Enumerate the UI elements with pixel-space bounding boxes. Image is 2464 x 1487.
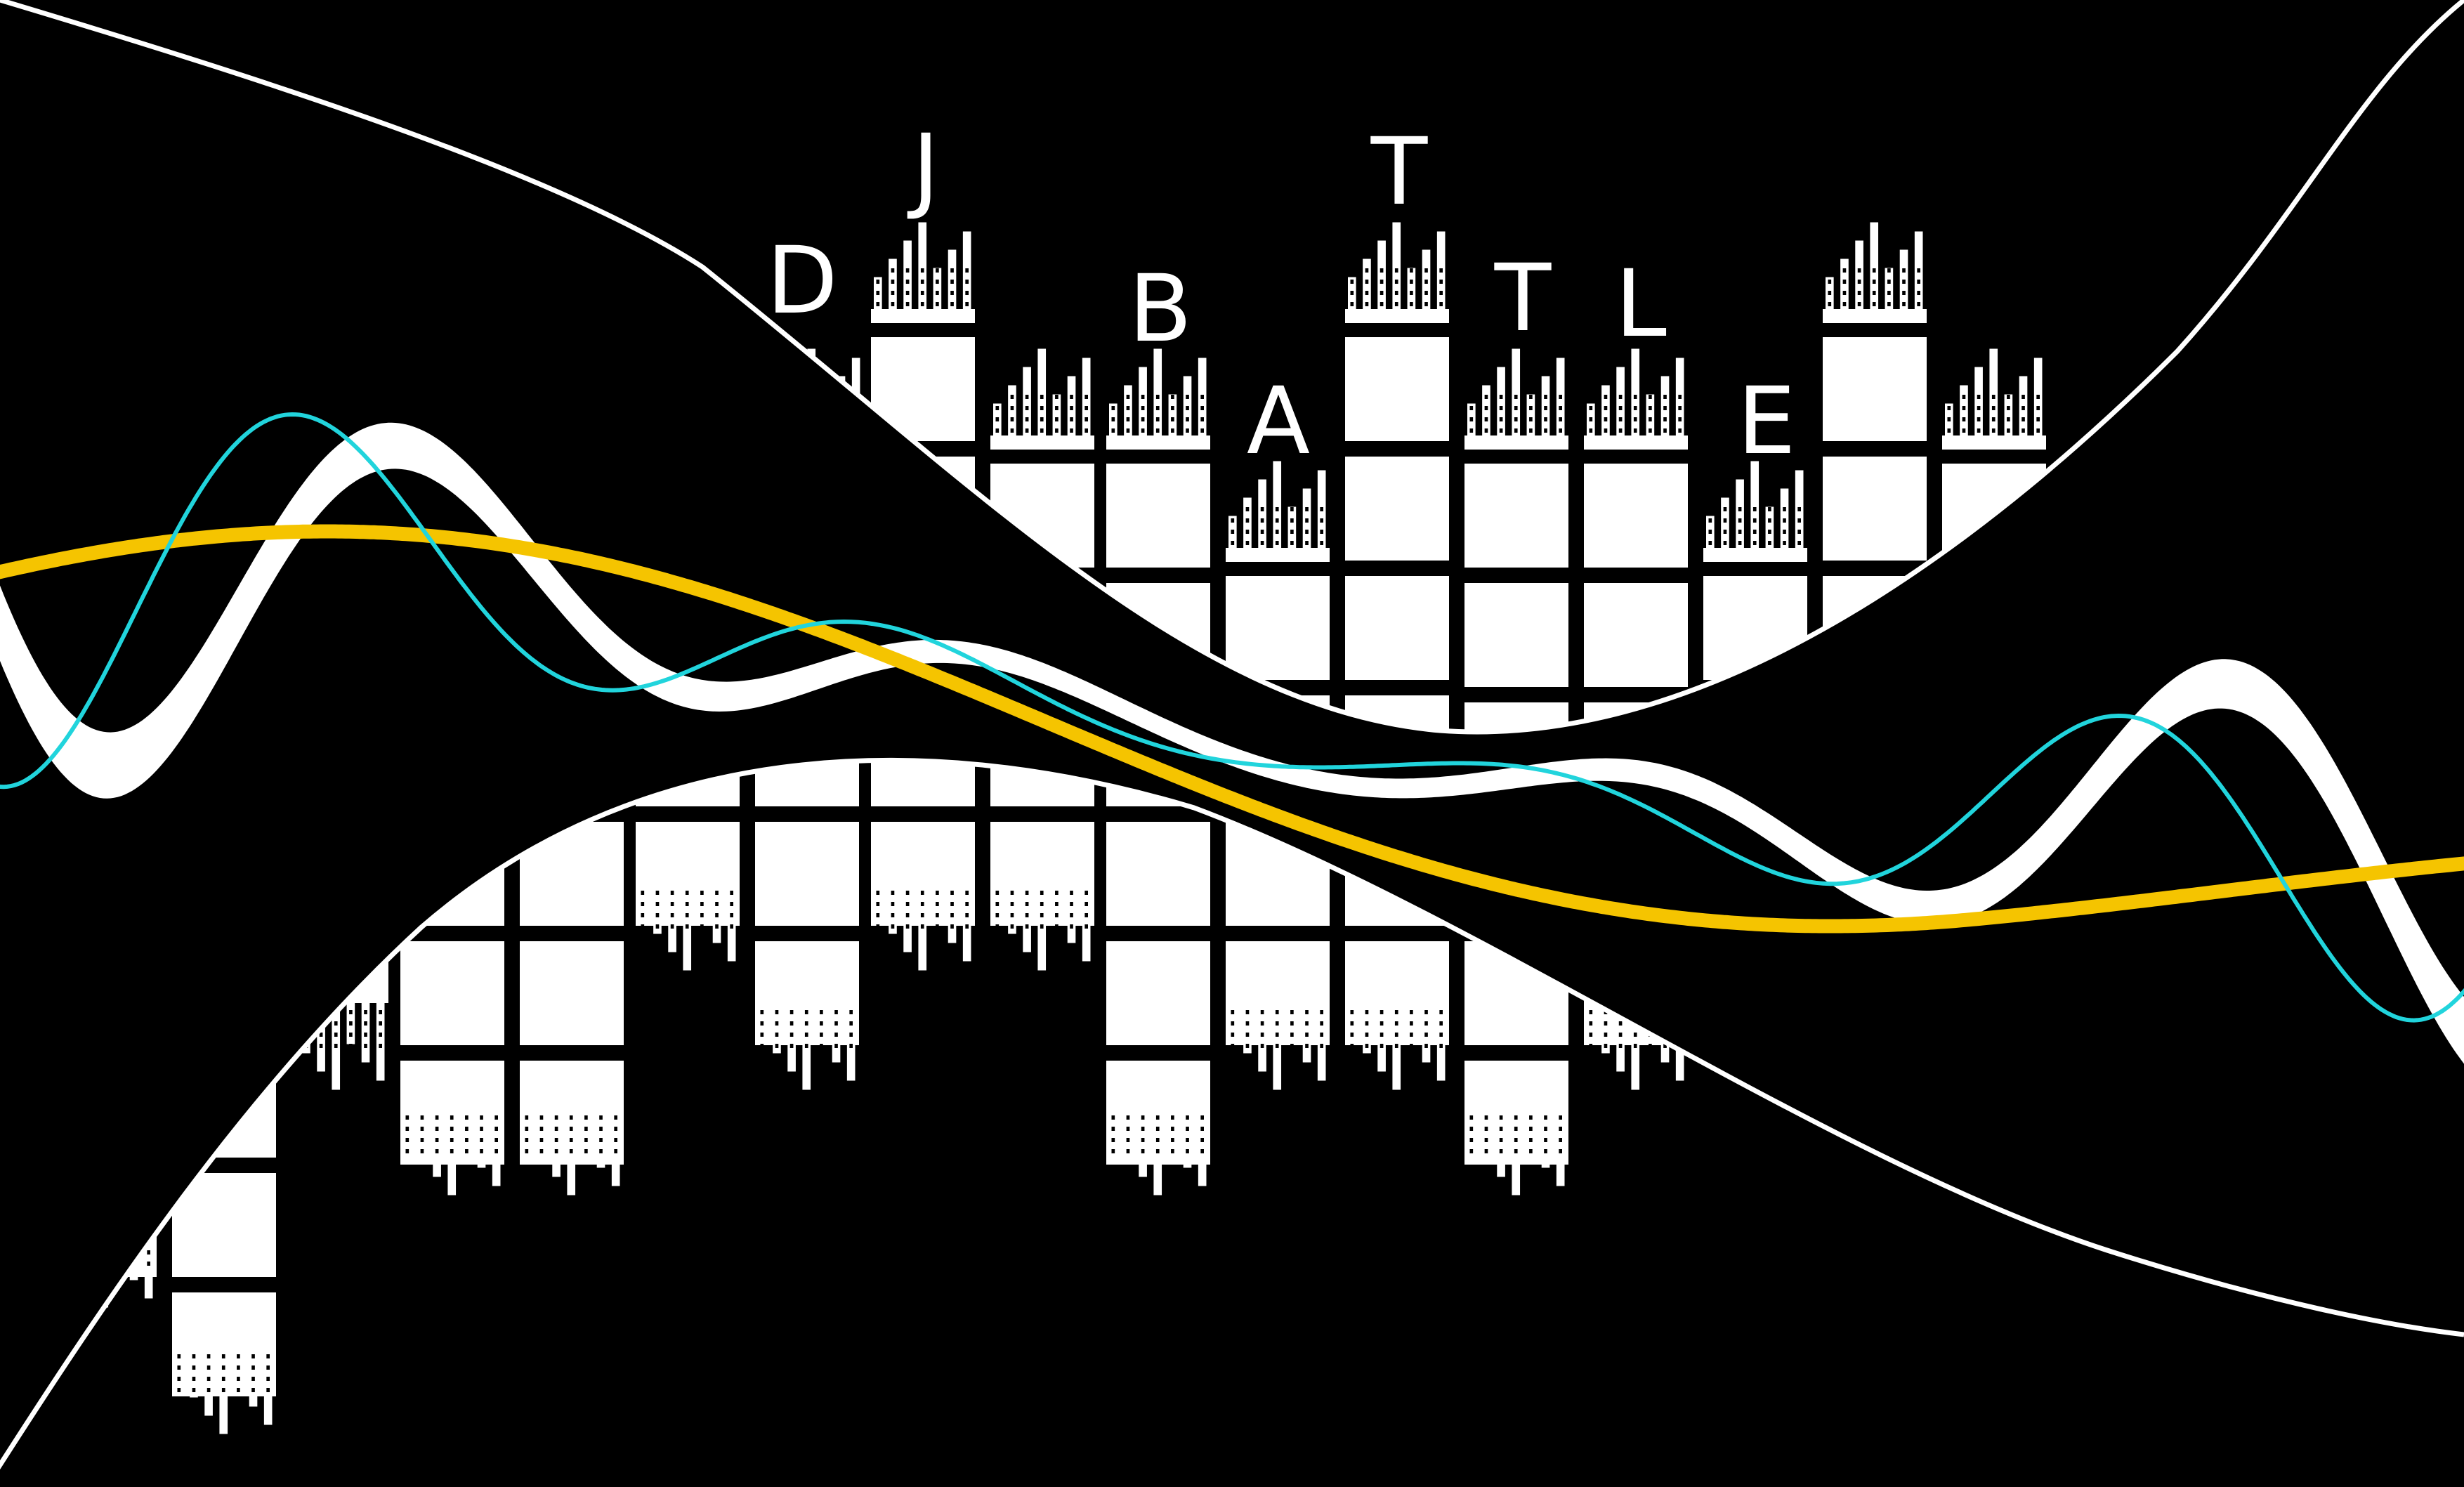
letter-l: L bbox=[1615, 250, 1667, 358]
letter-b: B bbox=[1129, 255, 1193, 363]
skyline-tile bbox=[1584, 348, 1688, 450]
skyline-tile bbox=[1226, 990, 1330, 1090]
letter-j: J bbox=[907, 114, 940, 223]
skyline-tile bbox=[871, 871, 975, 971]
skyline-tile bbox=[990, 871, 1094, 971]
skyline-tile bbox=[1823, 222, 1927, 323]
skyline-tile bbox=[1345, 990, 1449, 1090]
grid-cell bbox=[871, 760, 975, 806]
grid-cell bbox=[1823, 457, 1927, 561]
skyline-tile bbox=[400, 1096, 504, 1196]
letter-t-top: T bbox=[1370, 118, 1429, 226]
cyan-wave bbox=[0, 412, 2464, 1023]
waves bbox=[0, 412, 2464, 1064]
grid-cell bbox=[1464, 583, 1568, 687]
skyline-tile bbox=[1703, 461, 1807, 562]
skyline-tile bbox=[1464, 1096, 1568, 1196]
grid-cell bbox=[1345, 457, 1449, 561]
lower-boundary-curve bbox=[0, 757, 2464, 1470]
grid-cell bbox=[1823, 337, 1927, 441]
grid-cell bbox=[1584, 583, 1688, 687]
crossword-letters: D J B A T T L E bbox=[766, 114, 1796, 476]
letter-d: D bbox=[766, 227, 838, 335]
letter-t: T bbox=[1494, 244, 1552, 353]
grid-cell bbox=[1345, 337, 1449, 441]
grid-cell bbox=[1345, 576, 1449, 680]
grid-cell bbox=[1106, 464, 1210, 568]
grid-cell bbox=[400, 941, 504, 1045]
grid-cell bbox=[520, 941, 624, 1045]
skyline-tile bbox=[1345, 222, 1449, 323]
skyline-tile bbox=[172, 1335, 276, 1434]
skyline-tile bbox=[1106, 348, 1210, 450]
grid-cell bbox=[1226, 576, 1330, 680]
letter-a: A bbox=[1247, 367, 1310, 476]
skyline-tile bbox=[1226, 461, 1330, 562]
grid-cell bbox=[1464, 464, 1568, 568]
upper-boundary-curve bbox=[0, 0, 2464, 735]
grid-cell bbox=[1584, 464, 1688, 568]
skyline-tile bbox=[1464, 348, 1568, 450]
skyline-tile bbox=[1942, 348, 2046, 450]
grid-cell bbox=[1106, 941, 1210, 1045]
skyline-tile bbox=[636, 871, 740, 971]
skyline-tile bbox=[871, 222, 975, 323]
skyline-tile bbox=[755, 990, 859, 1090]
gold-wave bbox=[0, 524, 2464, 934]
skyline-tile bbox=[990, 348, 1094, 450]
grid-cell bbox=[755, 822, 859, 926]
letter-e: E bbox=[1737, 367, 1795, 476]
skyline-tile bbox=[520, 1096, 624, 1196]
grid-cell bbox=[1106, 822, 1210, 926]
skyline-tile bbox=[1106, 1096, 1210, 1196]
